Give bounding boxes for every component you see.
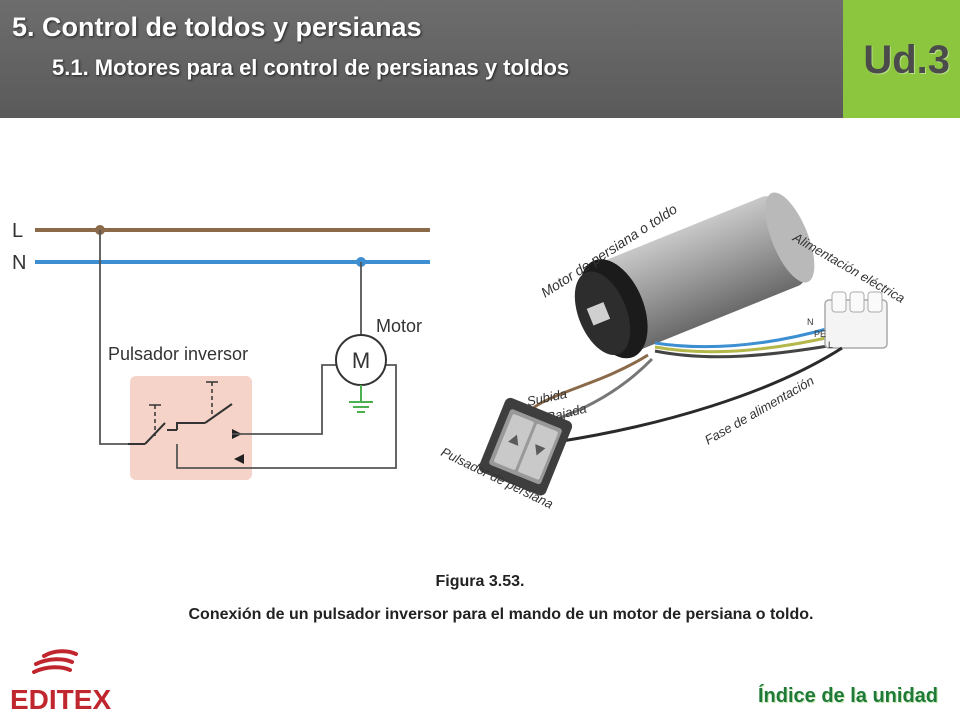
- terminal-pe-label: PE: [814, 329, 826, 339]
- motor-illustration: Motor de persiana o toldo N PE L Aliment…: [439, 192, 908, 512]
- terminal-l-label: L: [828, 340, 833, 350]
- terminal-n-label: N: [807, 317, 814, 327]
- terminal-block: [824, 291, 888, 349]
- phase-label: Fase de alimentación: [702, 373, 817, 448]
- unit-index-link[interactable]: Índice de la unidad: [757, 685, 938, 707]
- down-arrow-marker: [234, 454, 244, 464]
- switch-box: [130, 376, 252, 480]
- wire-blue: [654, 326, 831, 349]
- unit-label: Ud.3: [863, 38, 950, 82]
- motor-body: [574, 192, 815, 359]
- wire-up: [526, 353, 649, 414]
- neutral-line-label: N: [12, 252, 26, 274]
- wiring-schematic: L N Pulsador inversor M Motor: [12, 220, 430, 480]
- wire-phase: [555, 346, 843, 444]
- ground-icon: [349, 401, 373, 413]
- figure-caption: Conexión de un pulsador inversor para el…: [188, 606, 814, 623]
- figure-number: Figura 3.53.: [435, 573, 525, 590]
- down-wire: [176, 364, 397, 469]
- up-button-icon: [508, 434, 519, 446]
- motor-symbol-letter: M: [352, 348, 370, 373]
- motor-label: Motor: [376, 316, 422, 336]
- wire-green-yellow: [654, 334, 836, 354]
- switch-blade-2: [204, 403, 233, 424]
- header-bar: 5. Control de toldos y persianas 5.1. Mo…: [0, 0, 843, 118]
- unit-badge: Ud.3: [843, 0, 960, 118]
- live-drop-wire: [99, 230, 128, 445]
- section-title: 5. Control de toldos y persianas: [12, 12, 422, 42]
- logo-text: EDITEX: [10, 684, 112, 715]
- wire-black-supply: [654, 342, 841, 359]
- switch-label: Pulsador inversor: [108, 344, 248, 364]
- editex-logo: [32, 649, 78, 674]
- live-line-label: L: [12, 220, 23, 242]
- shutter-switch: [478, 397, 573, 496]
- section-subtitle: 5.1. Motores para el control de persiana…: [52, 55, 570, 80]
- down-button-icon: [535, 444, 546, 456]
- up-wire: [232, 364, 336, 435]
- switch-bridge: [176, 422, 205, 430]
